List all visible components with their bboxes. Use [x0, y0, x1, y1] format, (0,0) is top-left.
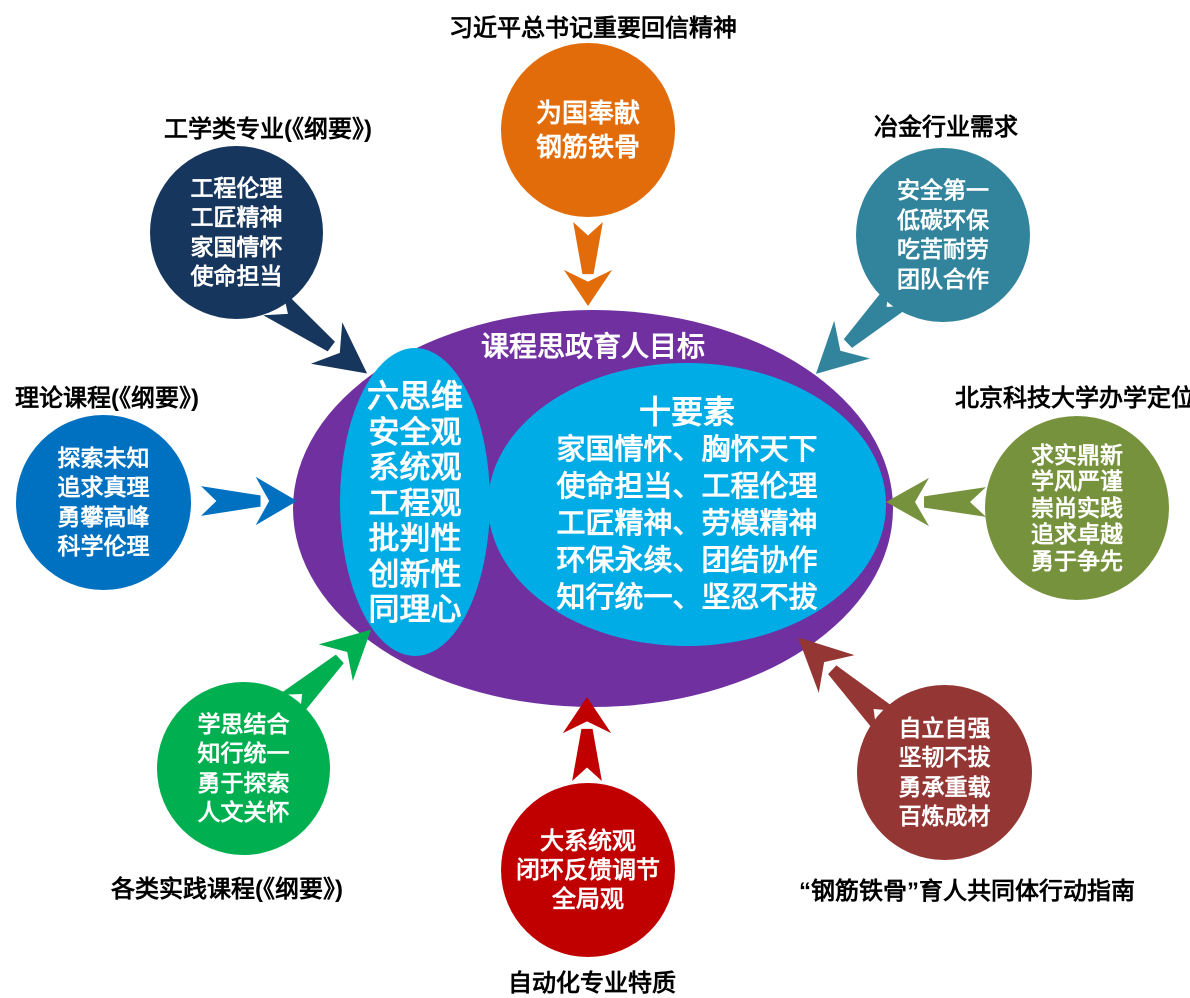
circle-line: 钢筋铁骨: [535, 132, 640, 162]
circle-line: 百炼成材: [898, 803, 991, 829]
circle-line: 科学伦理: [57, 533, 150, 559]
label-top-right: 冶金行业需求: [874, 114, 1018, 141]
circle-line: 探索未知: [57, 444, 150, 471]
circle-line: 低碳环保: [897, 206, 989, 233]
circle-line: 追求卓越: [1031, 521, 1123, 548]
arrow-left-icon: [201, 475, 297, 527]
circle-top: 为国奉献 钢筋铁骨: [501, 43, 675, 217]
circle-top-left: 工程伦理 工匠精神 家国情怀 使命担当: [150, 146, 323, 319]
ten-elements-line: 环保永续、团结协作: [556, 545, 818, 577]
ten-elements-ellipse: [488, 363, 886, 646]
circle-bottom-left: 学思结合 知行统一 勇于探索 人文关怀: [157, 682, 330, 855]
circle-line: 勇攀高峰: [57, 503, 150, 530]
circle-left: 探索未知 追求真理 勇攀高峰 科学伦理: [16, 415, 191, 590]
label-bottom-left: 各类实践课程(《纲要》): [111, 876, 343, 903]
six-thinking-item: 安全观: [368, 414, 462, 450]
arrow-top-left-icon: [256, 280, 384, 396]
circle-line: 大系统观: [540, 827, 636, 855]
six-thinking-item: 系统观: [368, 450, 462, 485]
circle-line: 吃苦耐劳: [897, 236, 989, 262]
arrow-right-icon: [886, 476, 986, 528]
circle-line: 追求真理: [57, 474, 150, 500]
six-thinking-item: 同理心: [368, 592, 462, 627]
ten-elements-title: 十要素: [638, 394, 735, 430]
circle-line: 全局观: [552, 885, 624, 913]
six-thinking-item: 创新性: [368, 556, 462, 592]
circle-line: 为国奉献: [535, 98, 640, 128]
arrow-top-icon: [562, 222, 614, 306]
ten-elements-block: 十要素 家国情怀、胸怀天下 使命担当、工程伦理 工匠精神、劳模精神 环保永续、团…: [488, 363, 886, 646]
circle-line: 勇于争先: [1031, 547, 1123, 574]
circle-line: 求实鼎新: [1031, 441, 1123, 468]
label-top: 习近平总书记重要回信精神: [449, 15, 737, 42]
circle-line: 知行统一: [197, 740, 290, 766]
six-thinking-item: 批判性: [368, 521, 462, 556]
circle-line: 安全第一: [897, 177, 989, 203]
label-bottom-right: “钢筋铁骨”育人共同体行动指南: [799, 878, 1135, 905]
arrow-bottom-icon: [561, 697, 613, 781]
label-left: 理论课程(《纲要》): [15, 385, 199, 412]
center-title: 课程思政育人目标: [480, 331, 705, 362]
circle-line: 勇承重载: [898, 773, 991, 800]
six-thinking-item: 工程观: [368, 485, 462, 521]
circle-line: 勇于探索: [197, 769, 290, 796]
six-thinking-title: 六思维: [366, 377, 463, 414]
arrow-top-right-icon: [797, 274, 920, 394]
circle-line: 学思结合: [197, 710, 290, 737]
six-thinking-ellipse: [340, 348, 490, 656]
arrow-bottom-right-icon: [779, 617, 907, 743]
ten-elements-line: 知行统一、坚忍不拔: [556, 582, 818, 614]
circle-top-right: 安全第一 低碳环保 吃苦耐劳 团队合作: [856, 148, 1030, 322]
circle-line: 工匠精神: [190, 204, 283, 230]
label-right: 北京科技大学办学定位: [955, 385, 1190, 412]
circle-line: 自立自强: [898, 714, 991, 741]
circle-line: 工程伦理: [190, 174, 283, 201]
circle-line: 崇尚实践: [1031, 494, 1123, 521]
ten-elements-line: 家国情怀、胸怀天下: [556, 434, 818, 466]
circle-line: 学风严谨: [1031, 468, 1123, 495]
circle-line: 坚韧不拔: [898, 744, 991, 770]
circle-line: 闭环反馈调节: [516, 856, 660, 884]
circle-bottom: 大系统观 闭环反馈调节 全局观: [501, 783, 675, 957]
circle-line: 使命担当: [190, 263, 283, 289]
label-top-left: 工学类专业(《纲要》): [164, 116, 372, 143]
circle-line: 团队合作: [897, 265, 989, 292]
circle-bottom-right: 自立自强 坚韧不拔 勇承重载 百炼成材: [857, 685, 1032, 860]
six-thinking-block: 六思维 安全观 系统观 工程观 批判性 创新性 同理心: [330, 348, 500, 656]
circle-line: 人文关怀: [197, 799, 290, 825]
circle-right: 求实鼎新 学风严谨 崇尚实践 追求卓越 勇于争先: [985, 416, 1169, 600]
ten-elements-line: 使命担当、工程伦理: [556, 471, 818, 503]
label-bottom: 自动化专业特质: [508, 970, 676, 997]
circle-line: 家国情怀: [190, 233, 283, 260]
ten-elements-line: 工匠精神、劳模精神: [556, 508, 818, 540]
arrow-bottom-left-icon: [271, 610, 390, 726]
